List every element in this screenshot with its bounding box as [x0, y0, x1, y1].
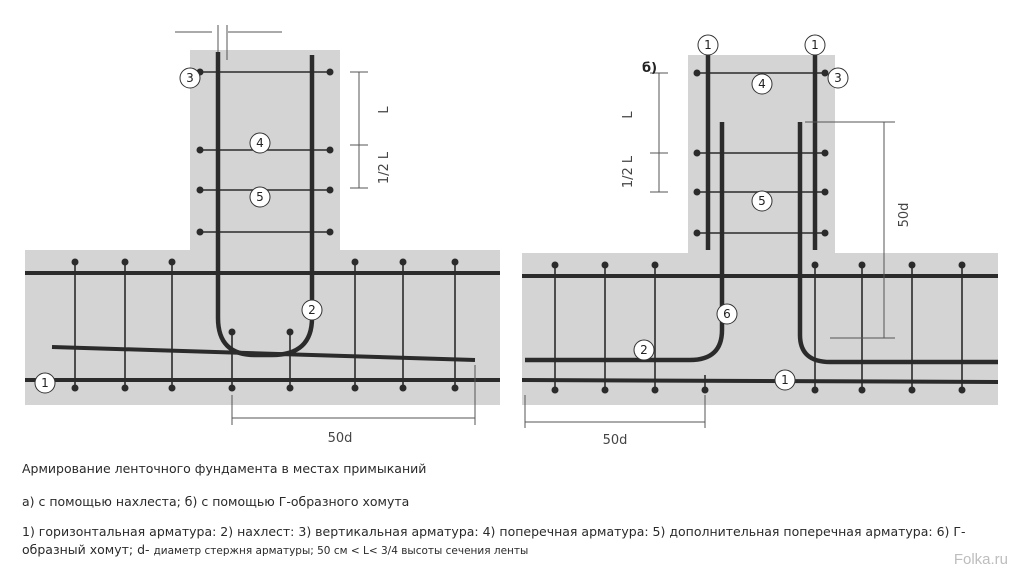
right-callout-1b: 1	[811, 38, 819, 52]
right-half-L-label: 1/2 L	[621, 155, 636, 188]
right-callout-3: 3	[834, 71, 842, 85]
left-callout-5: 5	[256, 190, 264, 204]
right-concrete	[522, 55, 998, 405]
left-L-label: L	[377, 106, 392, 114]
caption-legend-main: 1) горизонтальная арматура: 2) нахлест: …	[22, 524, 966, 557]
right-variant-label: б)	[642, 61, 657, 76]
right-L-label: L	[621, 111, 636, 119]
left-callout-3: 3	[186, 71, 194, 85]
right-50d-horizontal-label: 50d	[603, 433, 628, 448]
right-horizontal-rebar	[521, 274, 999, 384]
left-50d-label: 50d	[328, 431, 353, 446]
left-callout-4: 4	[256, 136, 264, 150]
watermark: Folka.ru	[953, 551, 1008, 568]
left-figure: L 1/2 L 50d 3 4 5 2 1	[25, 25, 500, 446]
left-L-dimension	[350, 71, 368, 189]
right-vertical-rebar	[705, 50, 818, 250]
caption-legend-small: диаметр стержня арматуры; 50 см < L< 3/4…	[153, 545, 529, 557]
right-g-stirrups	[525, 122, 998, 365]
left-callout-1: 1	[41, 376, 49, 390]
right-50d-vertical-dimension	[805, 121, 895, 339]
right-callout-2: 2	[640, 343, 648, 357]
left-callout-2: 2	[308, 303, 316, 317]
left-rebar-dots	[71, 68, 459, 392]
left-callouts	[34, 67, 323, 394]
reinforcement-diagram: L 1/2 L 50d 3 4 5 2 1	[25, 25, 999, 448]
left-concrete	[25, 50, 500, 405]
left-50d-dimension	[231, 365, 476, 425]
right-callouts	[633, 34, 849, 391]
caption-title: Армирование ленточного фундамента в мест…	[22, 461, 427, 476]
caption-subtitle: а) с помощью нахлеста; б) с помощью Г-об…	[22, 494, 410, 509]
caption-legend: 1) горизонтальная арматура: 2) нахлест: …	[22, 523, 1012, 560]
right-rebar-dots	[551, 69, 966, 394]
right-50d-horizontal-dimension	[524, 395, 706, 428]
left-horizontal-rebar	[25, 271, 500, 382]
right-callout-4: 4	[758, 77, 766, 91]
right-callout-1c: 1	[781, 373, 789, 387]
right-stirrups	[554, 72, 963, 390]
right-callout-1a: 1	[704, 38, 712, 52]
right-callout-5: 5	[758, 194, 766, 208]
right-L-dimension	[650, 72, 668, 193]
right-50d-vertical-label: 50d	[897, 203, 912, 228]
right-figure: L 1/2 L б) 50d 50d 1	[521, 34, 999, 448]
right-callout-6: 6	[723, 307, 731, 321]
left-half-L-label: 1/2 L	[377, 151, 392, 184]
